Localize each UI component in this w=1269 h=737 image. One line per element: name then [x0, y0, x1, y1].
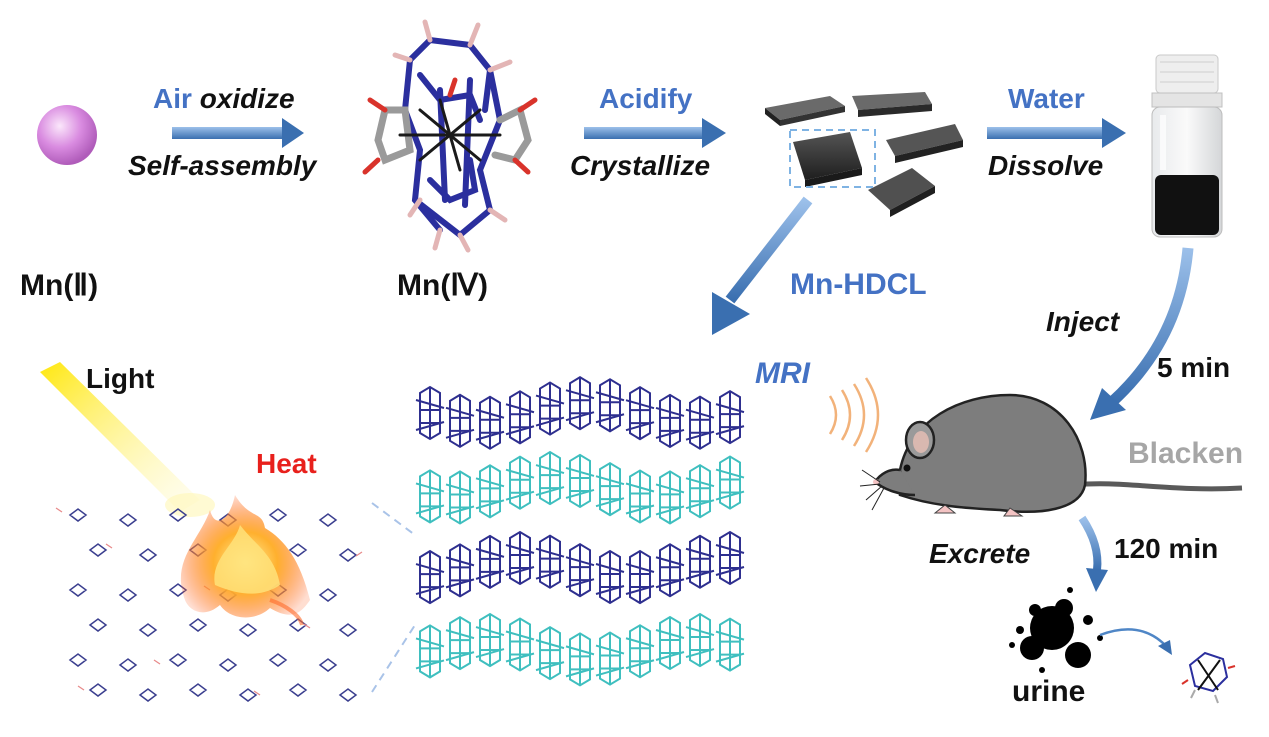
layer-block — [445, 615, 475, 671]
layer-block — [445, 470, 475, 525]
layer-block — [505, 455, 535, 510]
mri-wave-icon — [828, 377, 880, 453]
min120-label: 120 min — [1114, 533, 1219, 564]
mouse-icon — [859, 393, 1243, 517]
urine-label: urine — [1012, 675, 1086, 708]
layer-block — [565, 542, 595, 598]
layer-block — [715, 617, 745, 672]
arrow-inject — [1090, 247, 1194, 420]
layer-block — [715, 530, 745, 586]
air-word: Air — [153, 83, 192, 114]
mri-label: MRI — [755, 357, 810, 390]
layered-structure — [415, 376, 745, 687]
layer-block — [685, 464, 715, 519]
layer-block — [475, 534, 505, 590]
oxidize-word: oxidize — [199, 83, 295, 114]
mn4-label: Mn(Ⅳ) — [397, 269, 488, 302]
layer-block — [505, 390, 535, 445]
layer-block — [445, 543, 475, 598]
layer-block — [415, 624, 445, 679]
layer-block — [505, 617, 535, 672]
layer-block — [535, 625, 565, 681]
layer-block — [715, 455, 745, 510]
layer-block — [535, 450, 565, 506]
arrow-water — [987, 118, 1126, 148]
blacken-label: Blacken — [1128, 437, 1244, 470]
excrete-label: Excrete — [929, 538, 1031, 569]
layer-block — [475, 612, 505, 668]
layer-block — [505, 530, 535, 586]
zoom-connectors — [371, 502, 416, 693]
layer-block — [565, 376, 595, 431]
air-oxidize-label: Air oxidize — [153, 83, 295, 115]
layer-block — [655, 543, 685, 598]
layer-block — [475, 395, 505, 450]
layer-block — [475, 464, 505, 519]
light-label: Light — [86, 363, 155, 394]
arrow-crystal-to-structure — [712, 196, 813, 335]
layer-block — [685, 534, 715, 589]
acidify-label: Acidify — [599, 83, 693, 114]
layer-block — [565, 453, 595, 509]
layer-block — [655, 470, 685, 525]
layer-block — [415, 469, 445, 524]
mn-hdcl-label: Mn-HDCL — [790, 268, 927, 301]
layer-block — [445, 393, 475, 448]
urine-stain-icon — [1009, 587, 1103, 673]
mn2-sphere-icon — [37, 105, 97, 165]
layer-block — [625, 549, 655, 605]
layer-block — [625, 469, 655, 524]
layer-block — [685, 395, 715, 450]
heat-label: Heat — [256, 448, 317, 479]
arrow-urine-to-molecule — [1099, 628, 1172, 655]
self-assembly-label: Self-assembly — [128, 150, 317, 181]
layer-block — [415, 549, 445, 605]
layer-block — [415, 385, 445, 441]
dissolve-label: Dissolve — [988, 150, 1104, 181]
arrow-acidify — [584, 118, 726, 148]
layer-block — [715, 389, 745, 445]
layer-block — [595, 549, 625, 605]
layer-block — [595, 378, 625, 433]
layer-block — [655, 615, 685, 671]
water-label: Water — [1008, 83, 1085, 114]
layer-block — [565, 632, 595, 687]
layer-block — [625, 624, 655, 679]
crystals-icon — [765, 92, 963, 217]
fire-icon — [180, 495, 310, 626]
mn4-molecule-icon — [362, 19, 538, 253]
layer-block — [595, 461, 625, 517]
layer-block — [535, 381, 565, 436]
crystallize-label: Crystallize — [570, 150, 711, 181]
arrow-oxidize — [172, 118, 304, 148]
layer-block — [535, 534, 565, 589]
layer-block — [655, 393, 685, 449]
small-molecule-icon — [1181, 651, 1236, 704]
inject-label: Inject — [1046, 306, 1120, 337]
layer-block — [625, 386, 655, 441]
arrow-excrete — [1078, 515, 1108, 592]
layer-block — [685, 612, 715, 668]
mn2-label: Mn(Ⅱ) — [20, 269, 99, 302]
five-min-label: 5 min — [1157, 352, 1231, 383]
layer-block — [595, 631, 625, 686]
vial-icon — [1151, 54, 1223, 238]
light-beam — [40, 362, 200, 512]
